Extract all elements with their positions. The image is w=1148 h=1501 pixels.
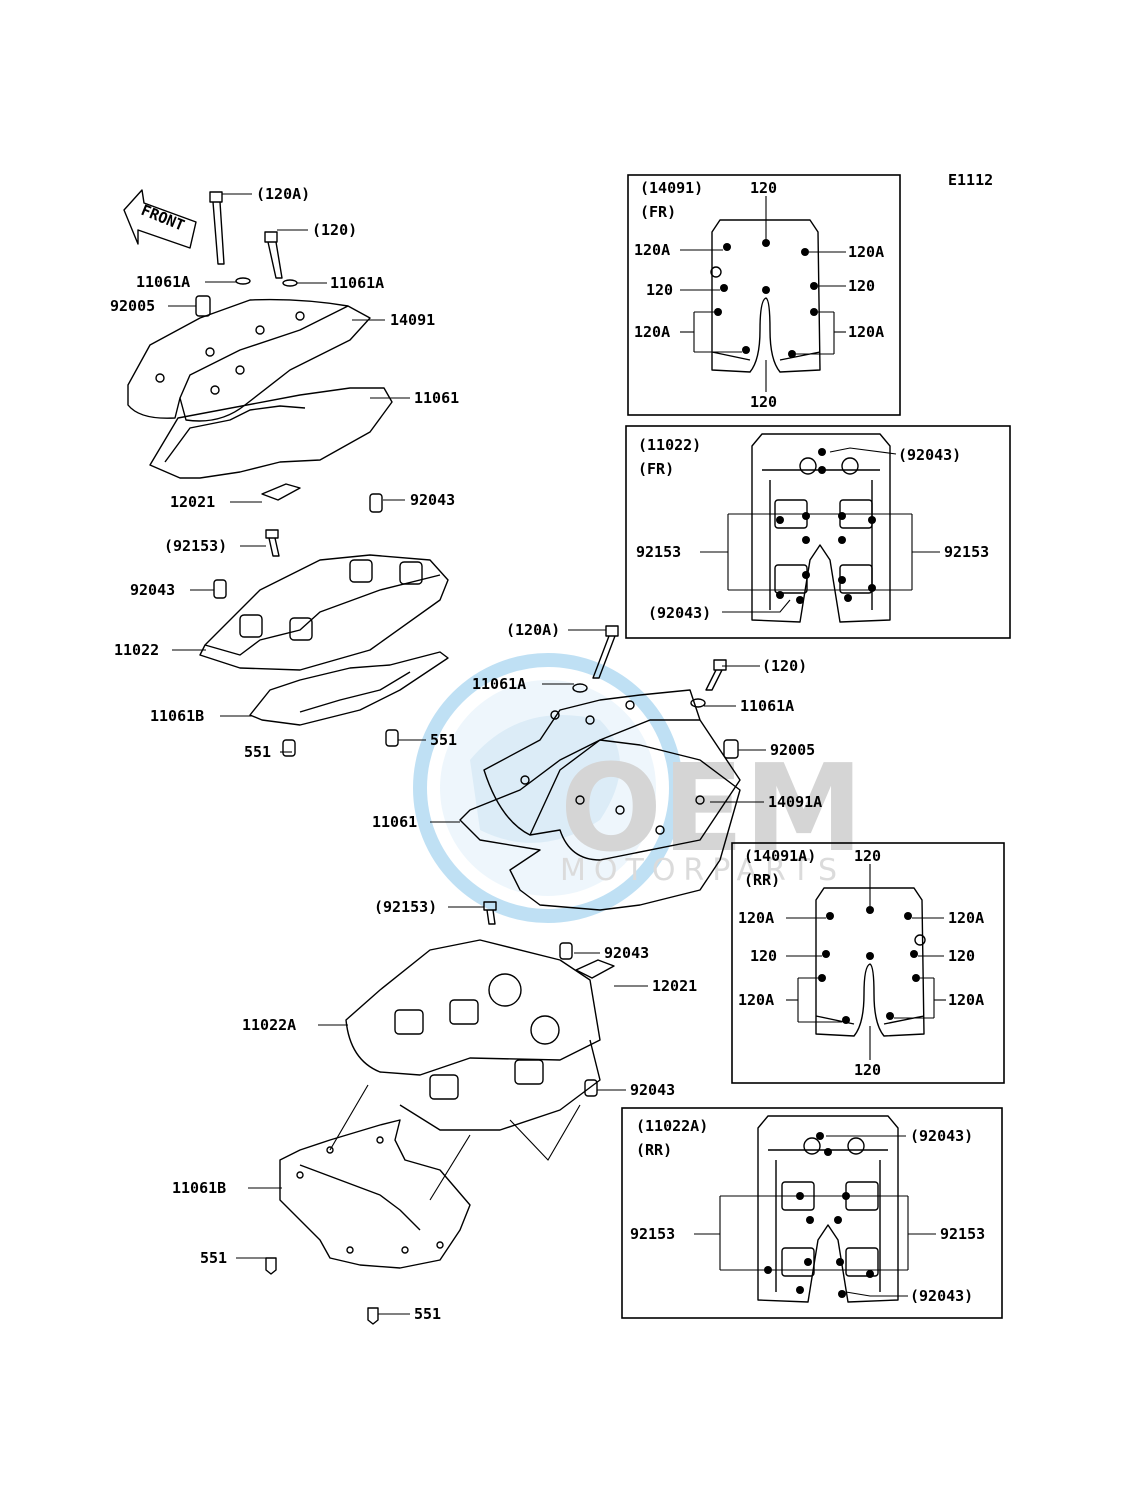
callout-14091: 14091 (390, 311, 435, 329)
callout-92043: 92043 (410, 491, 455, 509)
callout-120: 120 (948, 947, 975, 965)
callout-92043: 92043 (630, 1081, 675, 1099)
callout-120a: 120A (738, 991, 774, 1009)
inset-title: (14091) (640, 179, 703, 197)
inset-head-rr: (11022A) (RR) (92043) 92153 92153 (92043… (621, 1107, 1003, 1319)
callout-120a: 120A (948, 991, 984, 1009)
callout-11022: 11022 (114, 641, 159, 659)
rear-head-cover-group (265, 625, 741, 1325)
callout-11061b: 11061B (150, 707, 204, 725)
inset-subtitle: (FR) (638, 460, 674, 478)
callout-120: 120 (750, 393, 777, 411)
callout-11061b: 11061B (172, 1179, 226, 1197)
callout-120: 120 (848, 277, 875, 295)
callout-120a: 120A (848, 323, 884, 341)
callout-92153: (92153) (164, 537, 227, 555)
callout-120: 120 (646, 281, 673, 299)
inset-title: (11022A) (636, 1117, 708, 1135)
inset-title: (11022) (638, 436, 701, 454)
callout-120: 120 (854, 847, 881, 865)
callout-11061a: 11061A (136, 273, 190, 291)
callout-120a: (120A) (256, 185, 310, 203)
callout-11061a: 11061A (330, 274, 384, 292)
callout-120a: 120A (738, 909, 774, 927)
callout-92153: 92153 (940, 1225, 985, 1243)
callout-120a: (120A) (506, 621, 560, 639)
callout-92153: 92153 (636, 543, 681, 561)
watermark: OEM MOTORPARTS (413, 653, 863, 923)
callout-551: 551 (244, 743, 271, 761)
callout-120a: 120A (948, 909, 984, 927)
callout-551: 551 (200, 1249, 227, 1267)
callout-11061a: 11061A (472, 675, 526, 693)
inset-cover-rr: (14091A) (RR) 120 120A 120A 120 120 120A… (731, 842, 1005, 1084)
callout-12021: 12021 (170, 493, 215, 511)
callout-92005: 92005 (110, 297, 155, 315)
callout-92043: (92043) (910, 1127, 973, 1145)
callout-12021: 12021 (652, 977, 697, 995)
callout-551: 551 (414, 1305, 441, 1323)
callout-92153: 92153 (630, 1225, 675, 1243)
callout-92043: (92043) (648, 604, 711, 622)
callout-120a: 120A (634, 241, 670, 259)
inset-subtitle: (FR) (640, 203, 676, 221)
callout-92153: (92153) (374, 898, 437, 916)
callout-92043: 92043 (604, 944, 649, 962)
callout-92043: (92043) (898, 446, 961, 464)
inset-title: (14091A) (744, 847, 816, 865)
callout-14091a: 14091A (768, 793, 822, 811)
callout-92005: 92005 (770, 741, 815, 759)
front-arrow-label: FRONT (139, 201, 188, 235)
callout-92153: 92153 (944, 543, 989, 561)
inset-subtitle: (RR) (744, 871, 780, 889)
front-arrow-icon: FRONT (123, 189, 197, 249)
diagram-code: E1112 (948, 171, 993, 189)
callout-551: 551 (430, 731, 457, 749)
callout-92043: 92043 (130, 581, 175, 599)
front-head-cover-group (127, 191, 449, 757)
inset-cover-fr: (14091) (FR) 120 120A 120A 120 120 120A … (627, 174, 901, 416)
callout-11061: 11061 (414, 389, 459, 407)
callout-11061a: 11061A (740, 697, 794, 715)
callout-120a: 120A (634, 323, 670, 341)
callout-120a: 120A (848, 243, 884, 261)
callout-11022a: 11022A (242, 1016, 296, 1034)
callout-120: 120 (854, 1061, 881, 1079)
callout-120: (120) (312, 221, 357, 239)
inset-subtitle: (RR) (636, 1141, 672, 1159)
callout-120: (120) (762, 657, 807, 675)
upper-left-leaders (168, 193, 426, 753)
callout-11061: 11061 (372, 813, 417, 831)
watermark-brand: OEM (560, 740, 863, 879)
callout-92043: (92043) (910, 1287, 973, 1305)
inset-head-fr: (11022) (FR) (92043) 92153 92153 (92043) (625, 425, 1011, 639)
middle-leaders (236, 629, 766, 1315)
callout-120: 120 (750, 947, 777, 965)
callout-120: 120 (750, 179, 777, 197)
